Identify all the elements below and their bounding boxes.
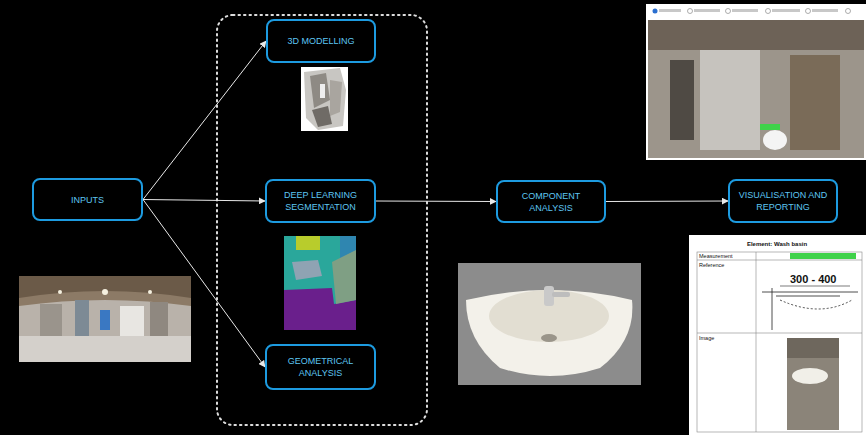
flow-arrow	[143, 200, 265, 368]
report-text: Element: Wash basin	[747, 240, 807, 248]
process-box: INPUTS	[32, 178, 143, 221]
box-label: GEOMETRICAL ANALYSIS	[273, 355, 368, 379]
box-label: COMPONENT ANALYSIS	[504, 190, 598, 214]
report-text: Image	[699, 335, 714, 342]
dotted-group	[217, 15, 427, 425]
box-label: INPUTS	[71, 194, 104, 206]
report-text: Reference	[699, 262, 724, 269]
box-label: VISUALISATION AND REPORTING	[736, 189, 830, 213]
wash-basin-photo	[458, 263, 641, 385]
report-text: Measurement	[699, 253, 733, 260]
box-label: DEEP LEARNING SEGMENTATION	[273, 189, 368, 213]
process-box: VISUALISATION AND REPORTING	[728, 179, 838, 223]
flow-arrow	[143, 200, 265, 202]
process-box: GEOMETRICAL ANALYSIS	[265, 344, 376, 390]
report-sheet	[689, 235, 866, 435]
flow-arrow	[376, 201, 496, 203]
flow-arrow	[143, 41, 266, 200]
process-box: DEEP LEARNING SEGMENTATION	[265, 179, 376, 223]
flow-arrow	[606, 201, 728, 203]
report-text: 300 - 400	[790, 272, 836, 286]
panorama-photo	[19, 276, 191, 362]
process-box: COMPONENT ANALYSIS	[496, 180, 606, 223]
3d-model	[301, 67, 348, 131]
viewer-screenshot	[646, 4, 866, 160]
process-box: 3D MODELLING	[266, 19, 376, 63]
segmentation-map	[284, 236, 356, 330]
box-label: 3D MODELLING	[287, 35, 354, 47]
